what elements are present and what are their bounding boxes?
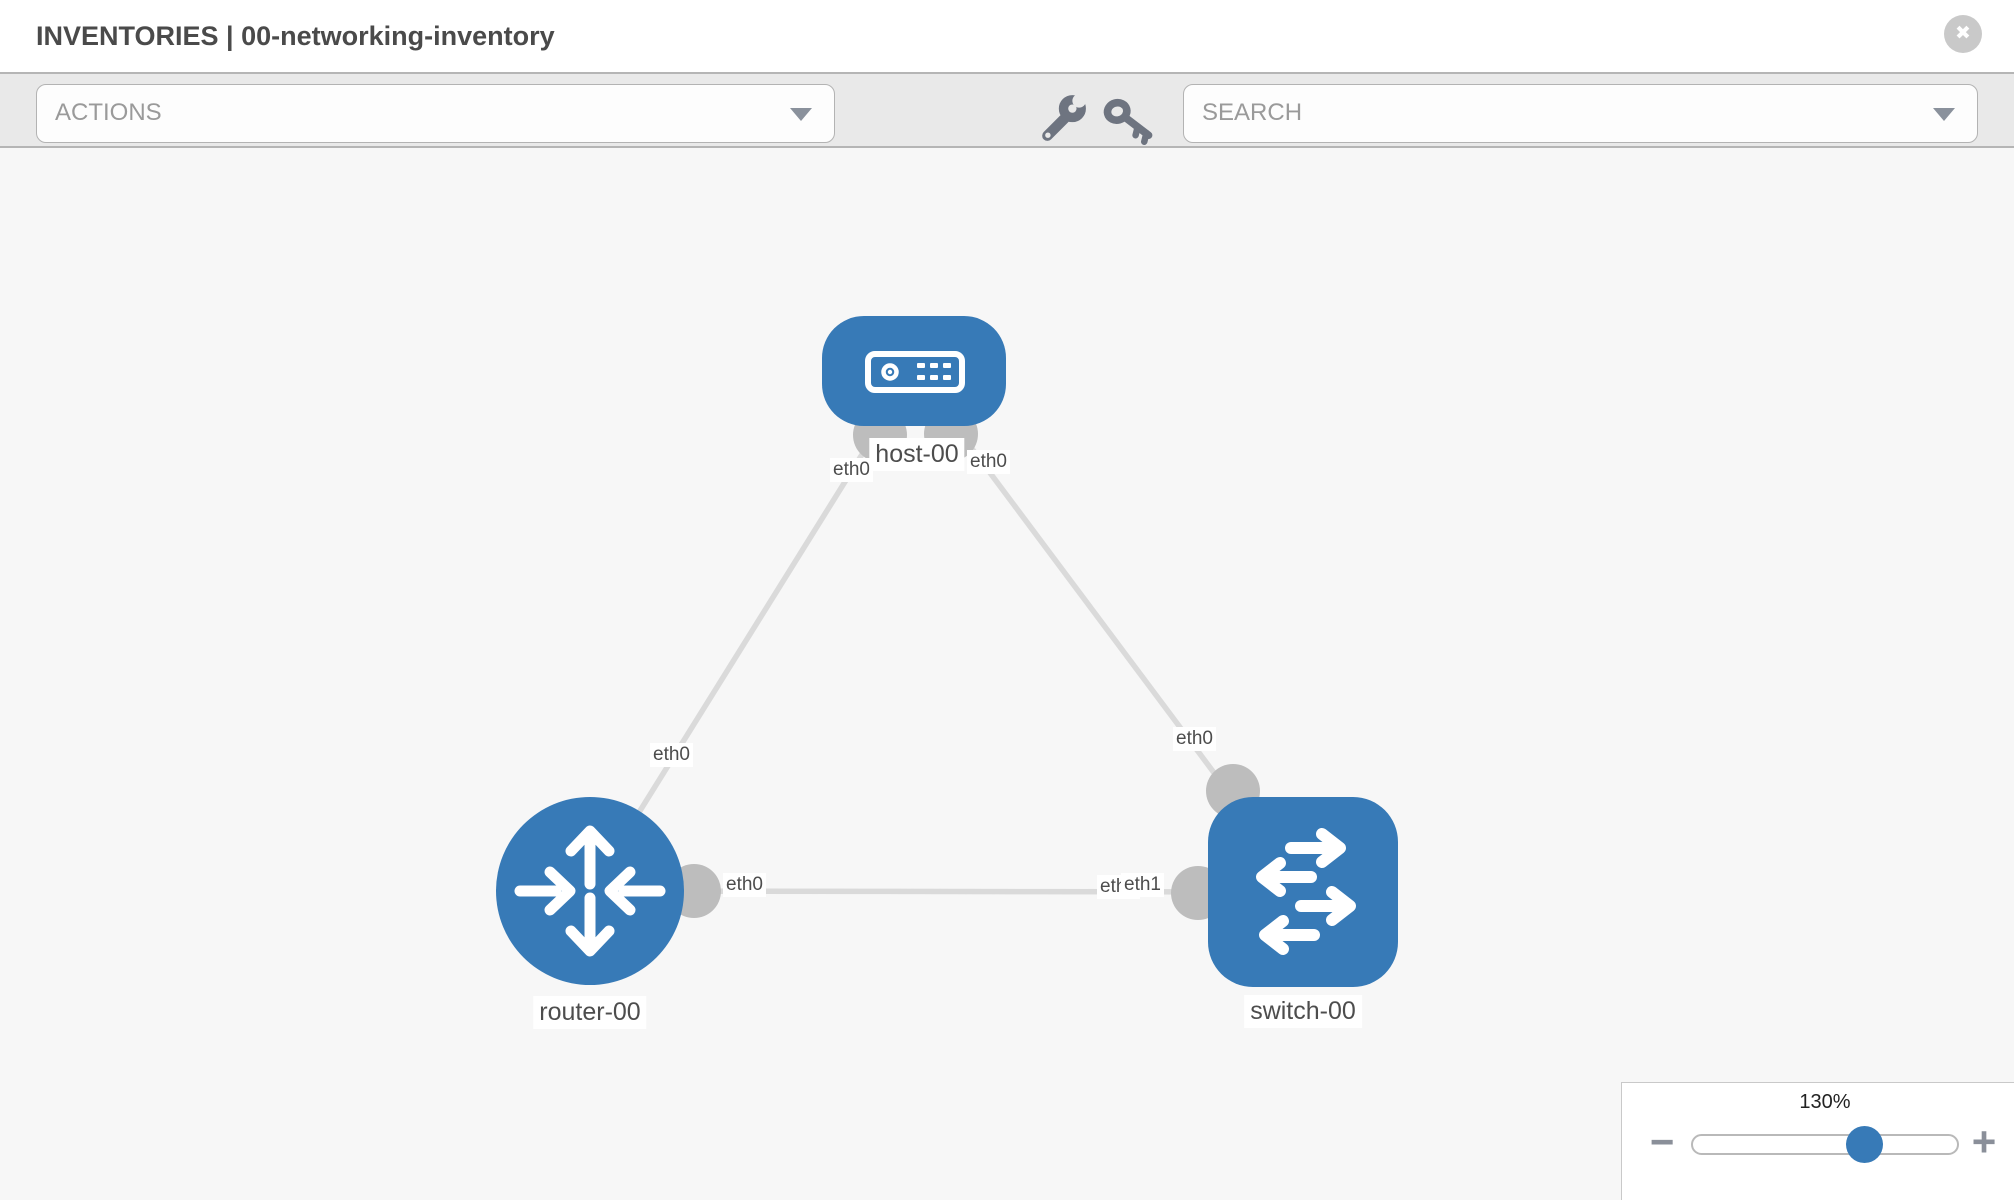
switch-icon [1256, 828, 1356, 955]
router-icon [514, 825, 666, 957]
topology-canvas[interactable]: host-00 router-00 switch-00 eth0 eth0 et… [0, 148, 2014, 1200]
interface-connectors [667, 407, 1260, 920]
node-router[interactable] [496, 797, 684, 985]
toolbar: ACTIONS SEARCH [0, 72, 2014, 148]
zoom-control-panel: 130% − + [1621, 1082, 2014, 1200]
close-icon[interactable]: ✖ [1944, 15, 1982, 53]
actions-dropdown[interactable]: ACTIONS [36, 84, 835, 143]
zoom-level-value: 130% [1799, 1091, 1851, 1113]
chevron-down-icon [1933, 108, 1955, 121]
node-switch[interactable] [1208, 797, 1398, 987]
host-icon [865, 351, 965, 393]
link-host-router [587, 369, 917, 893]
if-label-host-router-link: eth0 [650, 743, 693, 767]
switch-node-label: switch-00 [1244, 995, 1362, 1028]
zoom-slider-knob[interactable] [1846, 1126, 1883, 1163]
zoom-in-button[interactable]: + [1971, 1118, 1997, 1165]
header-bar: INVENTORIES | 00-networking-inventory ✖ [0, 0, 2014, 72]
key-icon[interactable] [1102, 93, 1154, 145]
if-label-router-side: eth0 [723, 873, 766, 897]
if-label-host-right: eth0 [967, 450, 1010, 474]
host-node-label: host-00 [869, 438, 965, 471]
actions-dropdown-label: ACTIONS [55, 99, 162, 126]
search-dropdown[interactable]: SEARCH [1183, 84, 1978, 143]
zoom-slider-track[interactable] [1691, 1134, 1959, 1155]
topology-graph [496, 316, 1398, 987]
node-host[interactable] [822, 316, 1006, 426]
if-label-host-switch-link: eth0 [1173, 727, 1216, 751]
wrench-icon[interactable] [1038, 93, 1088, 143]
search-dropdown-label: SEARCH [1202, 99, 1303, 126]
host-icon-dots [917, 363, 951, 380]
zoom-out-button[interactable]: − [1649, 1118, 1675, 1165]
router-node-label: router-00 [533, 996, 647, 1029]
if-label-host-left: eth0 [830, 458, 873, 482]
chevron-down-icon [790, 108, 812, 121]
if-label-switch-side: eth1 [1121, 873, 1164, 897]
page-title: INVENTORIES | 00-networking-inventory [36, 21, 555, 51]
